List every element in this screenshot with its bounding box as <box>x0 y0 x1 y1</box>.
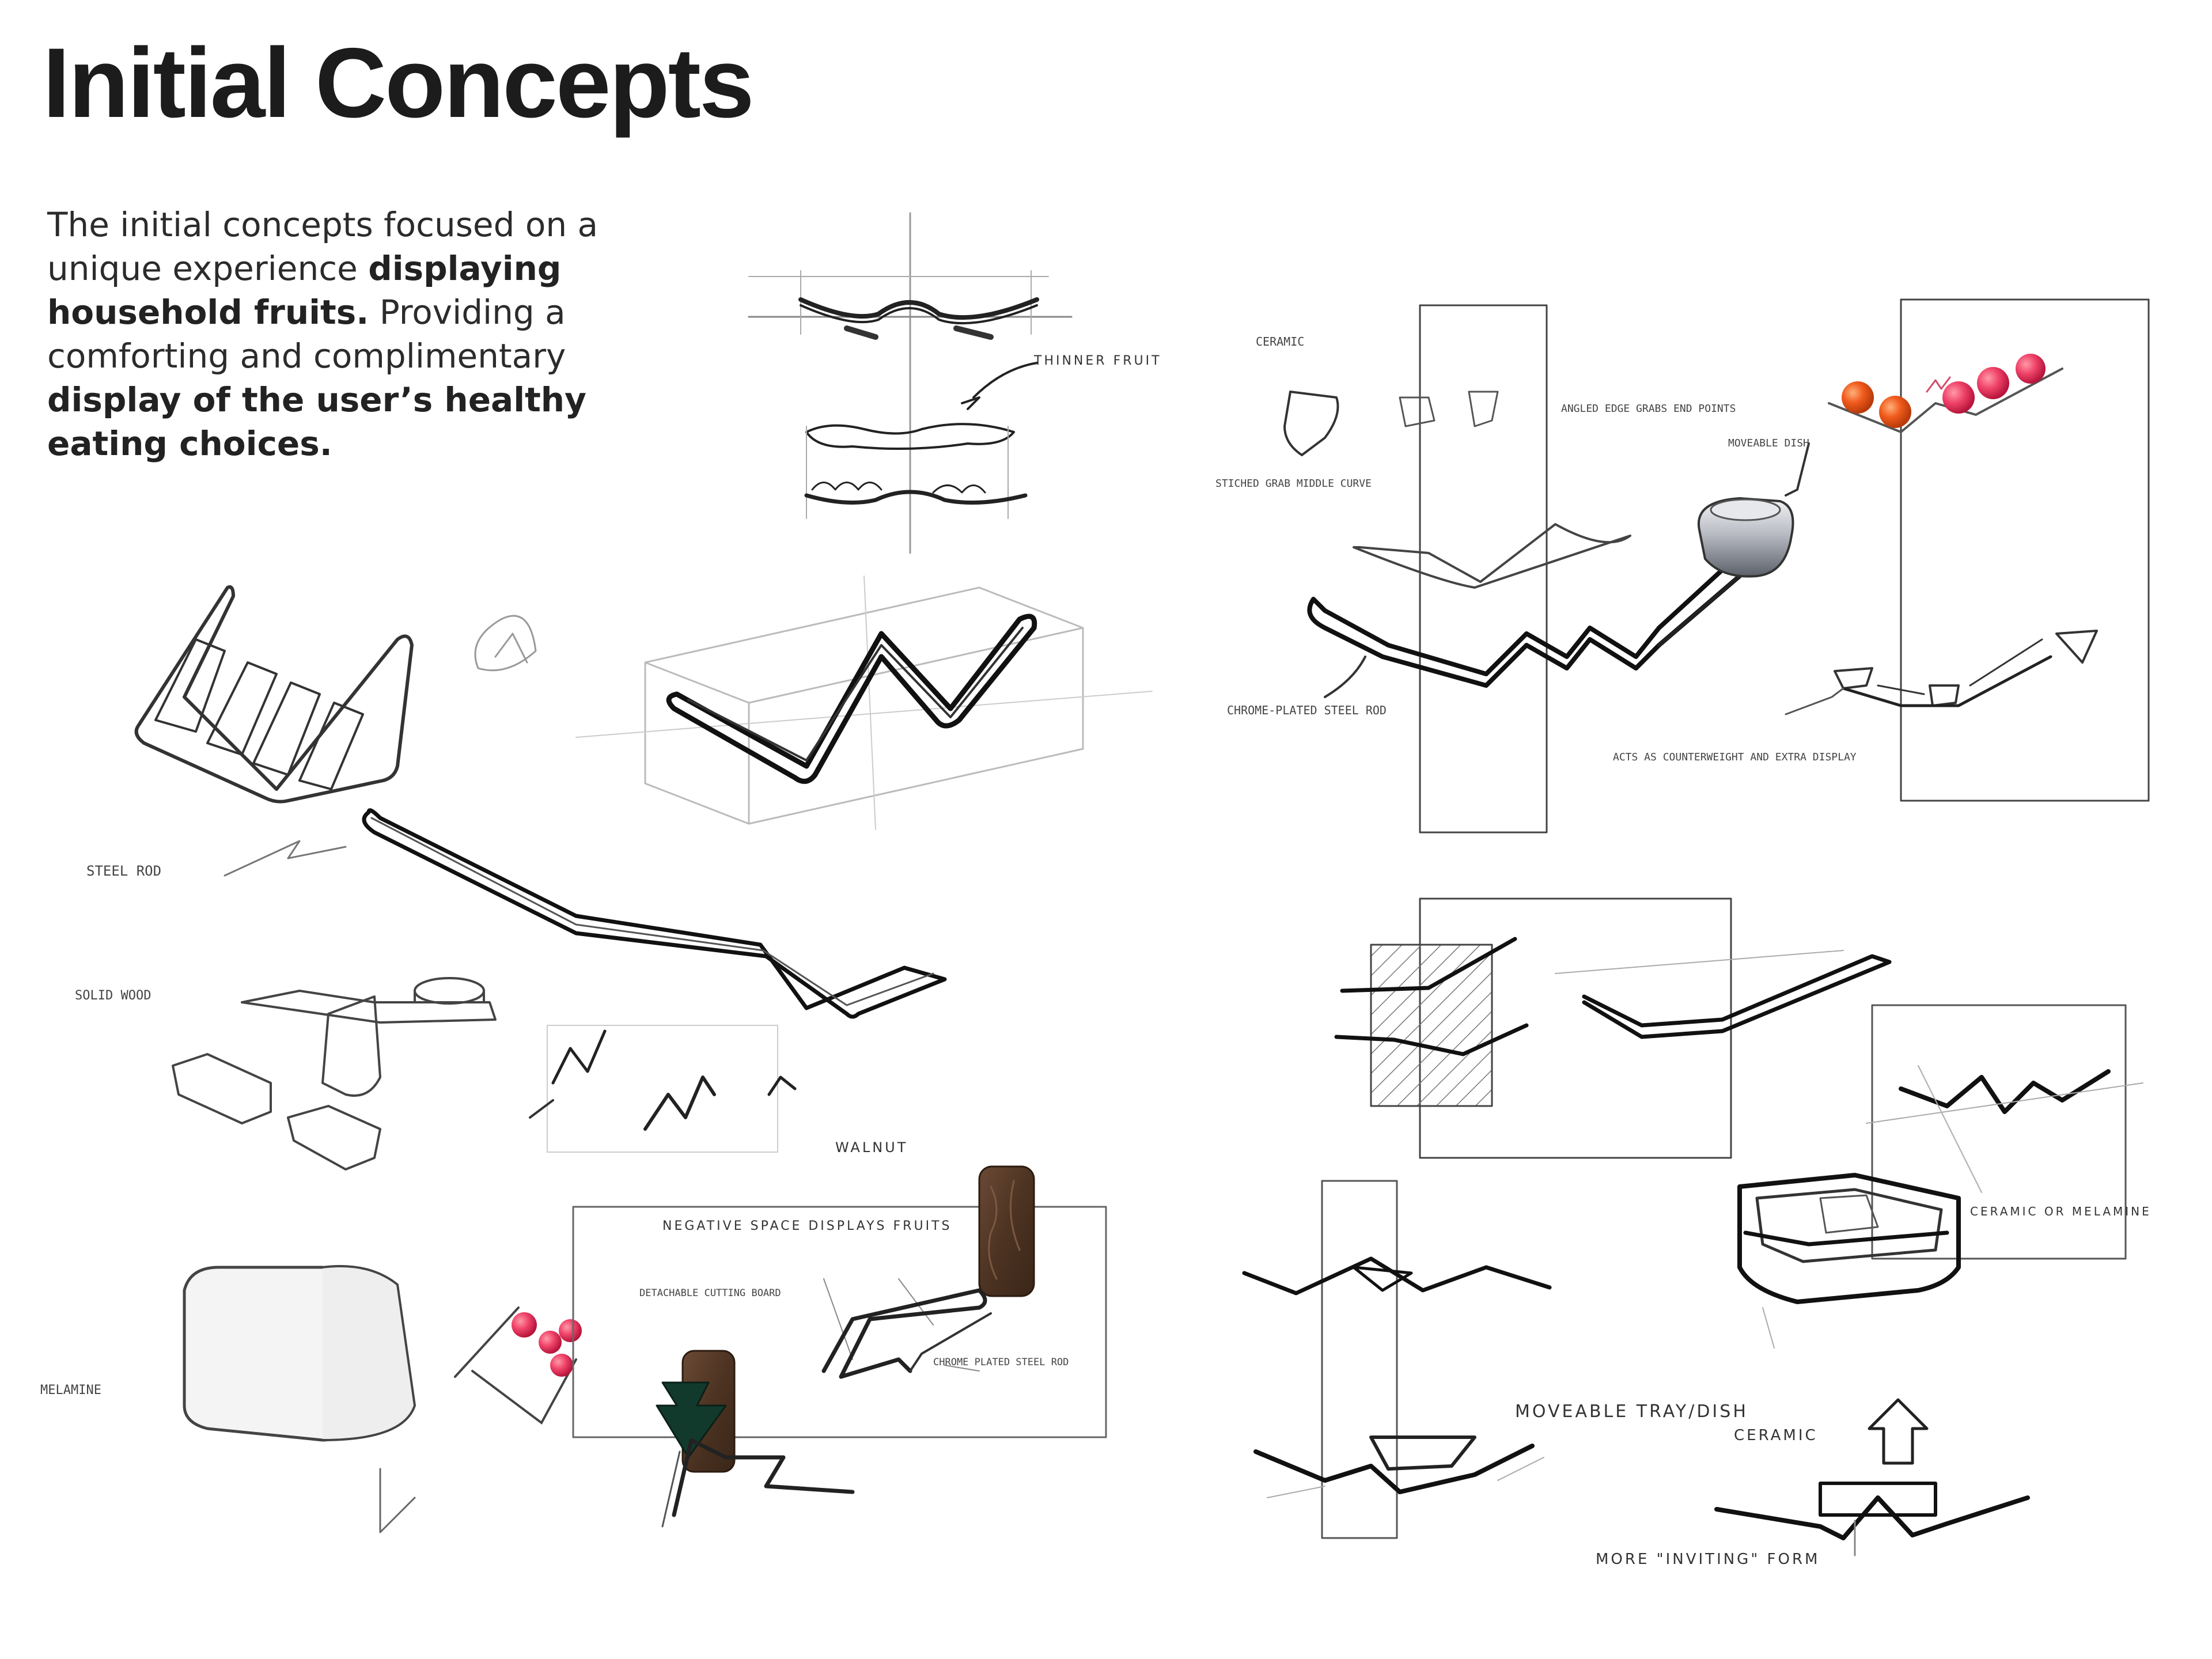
sketch-small-rod-studies <box>529 1025 797 1153</box>
intro-part-1: The initial concepts focused on a unique… <box>47 205 599 288</box>
note-melamine: MELAMINE <box>40 1383 101 1397</box>
sketch-moveable-tray <box>1242 1180 1552 1539</box>
sketch-long-steel-rod <box>224 808 947 1019</box>
sketch-top-elevations <box>748 212 1073 554</box>
intro-bold-1: displaying household fruits. <box>47 249 562 332</box>
intro-bold-2: display of the user’s healthy eating cho… <box>47 380 586 463</box>
sketch-solid-wood-stand <box>172 977 497 1171</box>
note-ceramic-bottom: CERAMIC <box>1734 1427 1818 1444</box>
sketch-cutting-board-concept <box>572 1165 1107 1528</box>
sketch-red-fruit-rack <box>454 1306 582 1425</box>
note-solid-wood: SOLID WOOD <box>75 988 151 1003</box>
intro-part-2: Providing a comforting and complimentary <box>47 293 566 376</box>
note-walnut: WALNUT <box>835 1139 908 1156</box>
note-ceramic-top: CERAMIC <box>1256 335 1304 349</box>
note-counterweight: ACTS AS COUNTERWEIGHT AND EXTRA DISPLAY <box>1613 751 1857 763</box>
sketch-inviting-form <box>1714 1398 2030 1556</box>
sketch-wall-mounted-trays <box>1334 897 2143 1260</box>
note-cutting-board: DETACHABLE CUTTING BOARD <box>639 1287 781 1299</box>
note-thinner-fruit: THINNER FRUIT <box>1033 354 1162 368</box>
sketch-perspective-box <box>575 575 1153 830</box>
note-ceramic-or-melamine: CERAMIC OR MELAMINE <box>1970 1205 2152 1218</box>
note-chrome-rod-2: CHROME PLATED STEEL ROD <box>933 1357 1069 1368</box>
sketch-melamine-block <box>183 1265 416 1533</box>
note-negative-space: NEGATIVE SPACE DISPLAYS FRUITS <box>662 1219 952 1233</box>
note-moveable-tray: MOVEABLE TRAY/DISH <box>1515 1402 1748 1422</box>
sketch-ceramic-box <box>1737 1173 1961 1349</box>
sketch-wire-rack <box>134 585 537 804</box>
note-stitched-grab: STICHED GRAB MIDDLE CURVE <box>1215 478 1372 490</box>
intro-text: The initial concepts focused on a unique… <box>47 203 612 465</box>
note-chrome-rod-1: CHROME-PLATED STEEL ROD <box>1227 703 1387 717</box>
note-inviting-form: MORE "INVITING" FORM <box>1596 1551 1820 1568</box>
sketch-moveable-dish-concept <box>1283 298 2150 834</box>
note-moveable-dish: MOVEABLE DISH <box>1728 437 1809 449</box>
note-angled-edge: ANGLED EDGE GRABS END POINTS <box>1561 403 1736 415</box>
note-steel-rod: STEEL ROD <box>86 863 161 879</box>
page-title: Initial Concepts <box>43 28 755 138</box>
